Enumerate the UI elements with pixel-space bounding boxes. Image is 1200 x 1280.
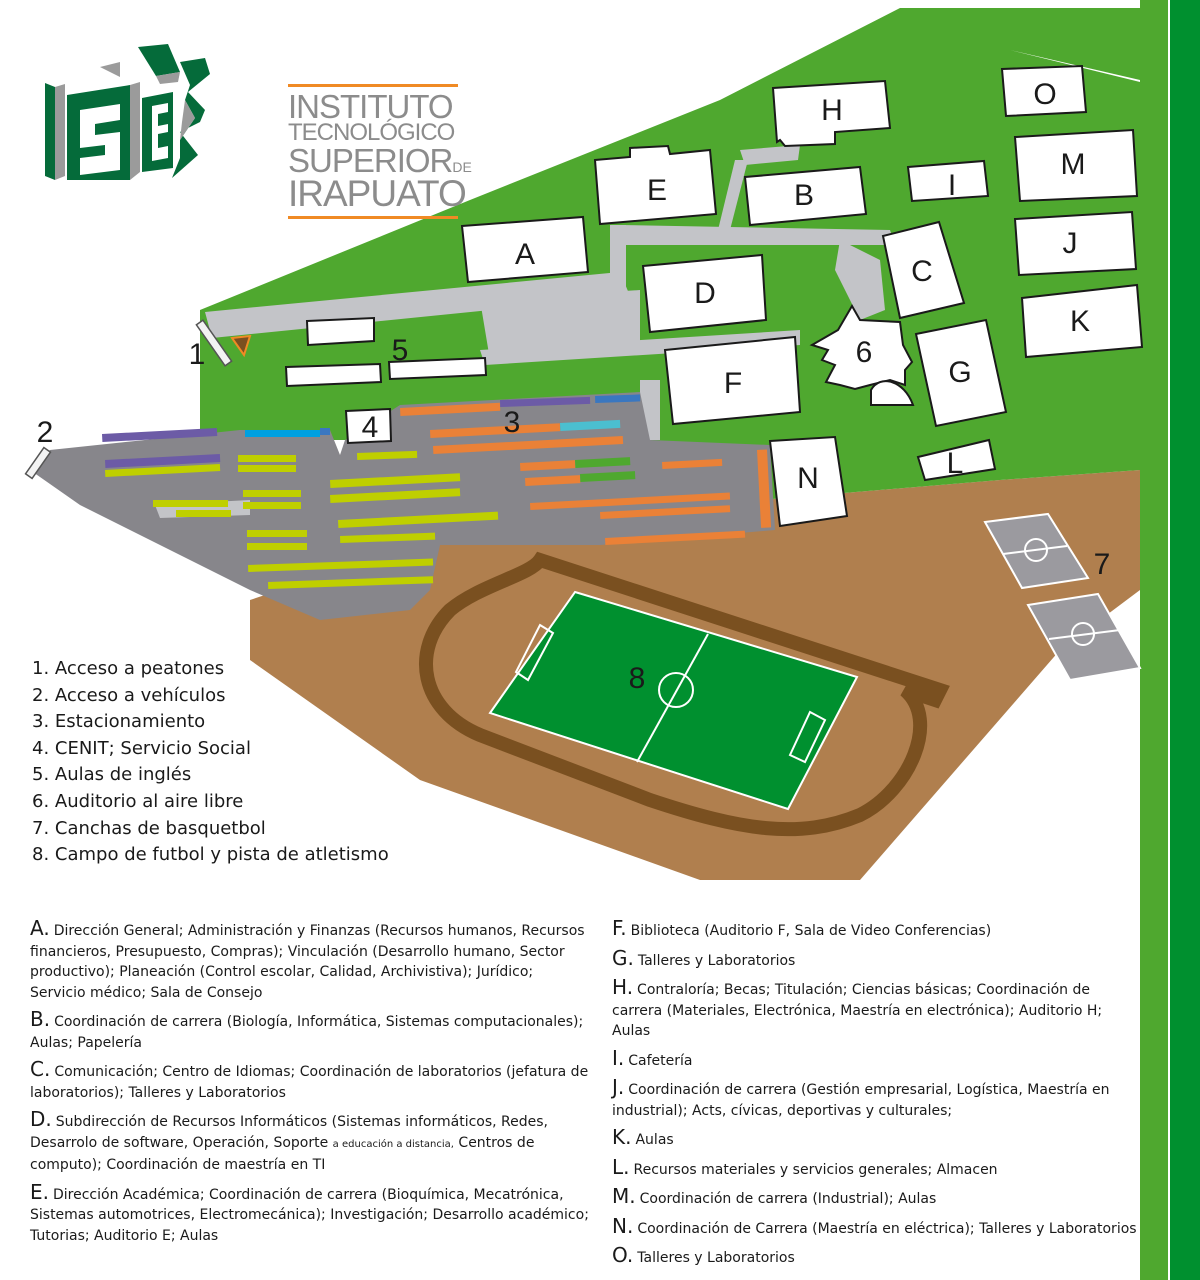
running-track [419,551,950,837]
pedestrian-gate-booth [230,334,252,358]
parking-lot [30,392,775,620]
building-B [743,165,868,227]
label-O: O [1033,78,1056,111]
legend-building-H: H.Contraloría; Becas; Titulación; Cienci… [612,975,1103,1039]
legend-building-I: I.Cafetería [612,1045,693,1070]
soccer-box-left [514,623,555,682]
building-O [1000,64,1088,118]
legend-item-7: 7. Canchas de basquetbol [32,817,266,839]
legend-item-1: 1. Acceso a peatones [32,658,225,679]
label-point-7: 7 [1094,548,1111,581]
legend-building-C: C.Comunicación; Centro de Idiomas; Coord… [30,1057,589,1101]
building-E [593,144,718,226]
legend-building-O: O.Talleres y Laboratorios [612,1243,795,1267]
building-legend-left: A.Dirección General; Administración y Fi… [30,918,590,1252]
building-D [641,253,768,334]
sports-field [419,551,950,837]
building-J [1013,210,1138,277]
building-M [1013,128,1139,203]
label-K: K [1070,305,1090,338]
legend-building-F: F.Biblioteca (Auditorio F, Sala de Video… [612,916,992,940]
label-M: M [1061,148,1086,181]
label-point-5: 5 [392,334,409,367]
legend-item-5: 5. Aulas de inglés [32,764,192,786]
building-G [914,318,1008,428]
legend-item-3: 3. Estacionamiento [32,711,206,733]
building-N [768,435,849,528]
ise-logo-mark [45,44,210,180]
building-5a [305,316,375,347]
vehicle-gate [24,446,52,480]
legend-item-4: 4. CENIT; Servicio Social [32,737,251,759]
legend-building-J: J.Coordinación de carrera (Gestión empre… [612,1075,1110,1119]
border-stripe-light [1140,0,1168,1280]
legend-item-2: 2. Acceso a vehículos [32,684,226,706]
logo-line-3: SUPERIORDE [288,142,472,180]
building-L [916,438,997,482]
label-point-2: 2 [37,416,54,449]
building-4 [344,407,393,445]
legend-building-M: M.Coordinación de carrera (Industrial); … [612,1184,937,1208]
label-N: N [797,462,819,495]
building-legend-right: F.Biblioteca (Auditorio F, Sala de Video… [612,918,1142,1275]
building-5c [387,356,488,381]
buildings [284,64,1144,528]
logo-line-4: IRAPUATO [288,173,467,215]
building-5b [284,362,383,388]
institute-name: INSTITUTO TECNOLÓGICO SUPERIORDE IRAPUAT… [288,84,472,219]
legend-building-G: G.Talleres y Laboratorios [612,945,796,970]
label-D: D [694,277,716,310]
legend-building-K: K.Aulas [612,1125,674,1149]
label-I: I [948,169,956,202]
legend-building-A: A.Dirección General; Administración y Fi… [30,916,585,1001]
pedestrian-gate [195,319,233,367]
building-F [663,335,802,426]
logo-rule-bottom [288,215,458,219]
legend-building-L: L.Recursos materiales y servicios genera… [612,1154,998,1179]
legend-building-D: D.Subdirección de Recursos Informáticos … [30,1107,548,1173]
soccer-box-right [788,710,827,764]
label-point-6: 6 [856,336,873,369]
legend-item-6: 6. Auditorio al aire libre [32,790,244,812]
legend-item-8: 8. Campo de futbol y pista de atletismo [32,844,389,866]
legend-building-N: N.Coordinación de Carrera (Maestría en e… [612,1213,1137,1238]
building-H [771,79,892,148]
legend-building-E: E.Dirección Académica; Coordinación de c… [30,1179,589,1244]
building-I [906,159,990,203]
label-point-4: 4 [362,411,379,444]
logo-rule-top [288,84,458,87]
soccer-center-circle [658,672,694,708]
label-C: C [911,255,933,288]
auditorium-6 [809,304,914,391]
logo-line-1: INSTITUTO [288,88,454,125]
label-H: H [821,94,843,127]
label-J: J [1063,227,1078,260]
label-A: A [515,238,535,271]
court-1 [983,512,1090,590]
label-point-8: 8 [629,662,646,695]
auditorium-6-stage [870,380,915,406]
soccer-midline [636,633,709,763]
logo-line-2: TECNOLÓGICO [288,119,455,147]
label-B: B [794,179,814,212]
border-stripe-dark [1170,0,1200,1280]
label-L: L [947,447,964,480]
label-F: F [724,367,742,400]
institute-logo: INSTITUTO TECNOLÓGICO SUPERIORDE IRAPUAT… [40,40,472,219]
map-labels: A B C D E F G H I J K L M N O 1 2 3 4 5 … [37,78,1111,695]
basketball-courts [983,512,1142,682]
label-G: G [948,356,971,389]
label-point-1: 1 [189,338,206,371]
parking-stripes [102,394,772,589]
court-2 [1026,592,1142,682]
numbered-legend: 1. Acceso a peatones 2. Acceso a vehícul… [32,656,389,869]
building-K [1020,283,1144,359]
building-A [460,215,590,284]
building-C [881,220,966,320]
legend-building-B: B.Coordinación de carrera (Biología, Inf… [30,1007,584,1051]
label-E: E [647,174,667,207]
label-point-3: 3 [504,406,521,439]
